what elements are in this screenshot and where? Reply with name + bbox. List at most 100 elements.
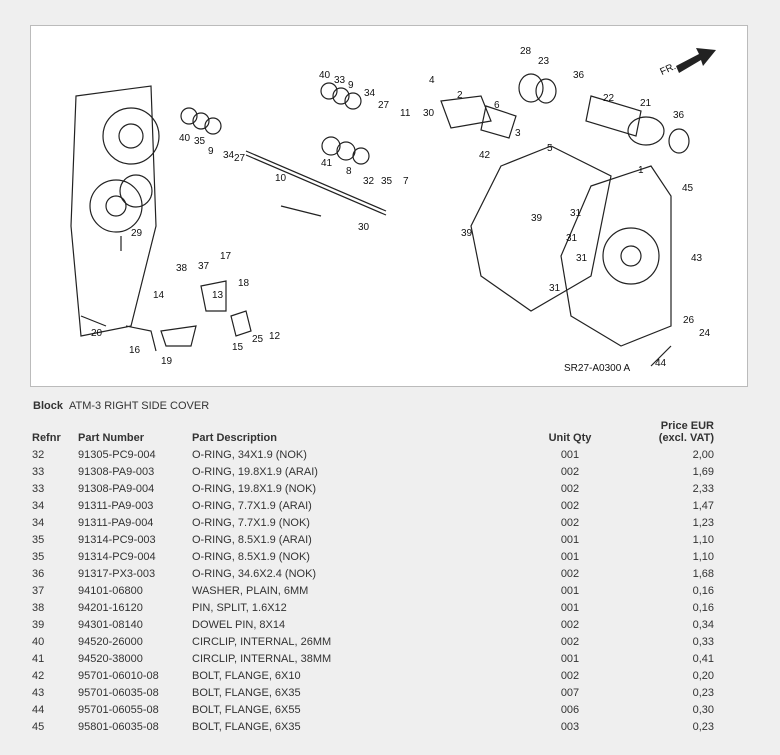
- cell-qty: 001: [560, 533, 580, 546]
- callout-30: 30: [423, 108, 435, 119]
- cell-part: 94520-26000: [78, 635, 143, 648]
- callout-38: 38: [176, 263, 188, 274]
- cell-qty: 003: [560, 720, 580, 733]
- cell-part: 95701-06055-08: [78, 703, 159, 716]
- callout-4: 4: [429, 75, 435, 86]
- cell-refnr: 43: [32, 686, 45, 699]
- table-header: Refnr Part Number Part Description Unit …: [28, 418, 718, 446]
- table-row: 34 91311-PA9-003 O-RING, 7.7X1.9 (ARAI) 002…: [28, 497, 718, 514]
- cell-desc: O-RING, 34.6X2.4 (NOK): [192, 567, 317, 580]
- cell-desc: O-RING, 34X1.9 (NOK): [192, 448, 307, 461]
- callout-9: 9: [348, 80, 354, 91]
- cell-qty: 002: [560, 567, 580, 580]
- cell-part: 91311-PA9-003: [78, 499, 154, 512]
- cell-refnr: 42: [32, 669, 45, 682]
- cell-desc: CIRCLIP, INTERNAL, 26MM: [192, 635, 332, 648]
- cell-price: 0,41: [692, 652, 714, 665]
- callout-2: 2: [457, 90, 463, 101]
- callout-27: 27: [378, 100, 390, 111]
- cell-refnr: 33: [32, 482, 45, 495]
- cell-refnr: 32: [32, 448, 45, 461]
- cell-qty: 002: [560, 465, 580, 478]
- cell-part: 94520-38000: [78, 652, 143, 665]
- fr-arrow-icon: FR.: [659, 48, 716, 78]
- callout-19: 19: [161, 356, 173, 367]
- callout-35: 35: [381, 176, 393, 187]
- gasket: [470, 145, 612, 312]
- cell-price: 1,10: [692, 550, 714, 563]
- cell-price: 2,33: [692, 482, 714, 495]
- cell-qty: 002: [560, 499, 580, 512]
- cell-part: 94301-08140: [78, 618, 143, 631]
- cell-qty: 001: [560, 652, 580, 665]
- cell-price: 0,30: [692, 703, 714, 716]
- cell-qty: 002: [560, 618, 580, 631]
- cell-part: 95701-06010-08: [78, 669, 159, 682]
- callout-16: 16: [129, 345, 141, 356]
- header-price: Price EUR(excl. VAT): [644, 418, 718, 446]
- cell-part: 91314-PC9-003: [78, 533, 156, 546]
- callout-21: 21: [640, 98, 652, 109]
- cell-desc: O-RING, 19.8X1.9 (ARAI): [192, 465, 318, 478]
- cell-desc: O-RING, 7.7X1.9 (NOK): [192, 516, 310, 529]
- cell-desc: BOLT, FLANGE, 6X35: [192, 686, 301, 699]
- cell-refnr: 40: [32, 635, 45, 648]
- header-price-line2: (excl. VAT): [658, 432, 714, 444]
- callout-28: 28: [520, 46, 532, 57]
- cell-qty: 002: [560, 516, 580, 529]
- cell-price: 1,69: [692, 465, 714, 478]
- callout-40: 40: [179, 133, 191, 144]
- callout-41: 41: [321, 158, 333, 169]
- cell-price: 0,34: [692, 618, 714, 631]
- cell-part: 91314-PC9-004: [78, 550, 156, 563]
- cell-refnr: 34: [32, 499, 45, 512]
- cell-refnr: 38: [32, 601, 45, 614]
- header-part-number: Part Number: [78, 432, 145, 444]
- callout-10: 10: [275, 173, 287, 184]
- cell-desc: O-RING, 7.7X1.9 (ARAI): [192, 499, 312, 512]
- header-refnr: Refnr: [32, 432, 61, 444]
- cell-part: 94201-16120: [78, 601, 143, 614]
- cell-refnr: 39: [32, 618, 45, 631]
- cell-refnr: 35: [32, 550, 45, 563]
- cell-desc: O-RING, 8.5X1.9 (ARAI): [192, 533, 312, 546]
- cell-price: 0,23: [692, 720, 714, 733]
- cell-refnr: 45: [32, 720, 45, 733]
- callout-36: 36: [673, 110, 685, 121]
- cell-desc: O-RING, 19.8X1.9 (NOK): [192, 482, 317, 495]
- callout-40: 40: [319, 70, 331, 81]
- cell-price: 0,20: [692, 669, 714, 682]
- callout-11: 11: [400, 108, 411, 119]
- callout-31: 31: [576, 253, 588, 264]
- callout-42: 42: [479, 150, 491, 161]
- cell-price: 2,00: [692, 448, 714, 461]
- callout-8: 8: [346, 166, 352, 177]
- cell-qty: 002: [560, 635, 580, 648]
- callout-3: 3: [515, 128, 521, 139]
- parts-table: Refnr Part Number Part Description Unit …: [28, 418, 718, 735]
- cell-desc: BOLT, FLANGE, 6X55: [192, 703, 301, 716]
- callout-5: 5: [547, 143, 553, 154]
- spring: [585, 95, 642, 137]
- header-description: Part Description: [192, 432, 277, 444]
- callout-9: 9: [208, 146, 214, 157]
- callout-1: 1: [638, 165, 644, 176]
- callout-23: 23: [538, 56, 550, 67]
- cell-refnr: 37: [32, 584, 45, 597]
- callout-14: 14: [153, 290, 165, 301]
- cell-price: 0,16: [692, 601, 714, 614]
- callout-18: 18: [238, 278, 250, 289]
- gear: [102, 107, 160, 165]
- callout-30: 30: [358, 222, 370, 233]
